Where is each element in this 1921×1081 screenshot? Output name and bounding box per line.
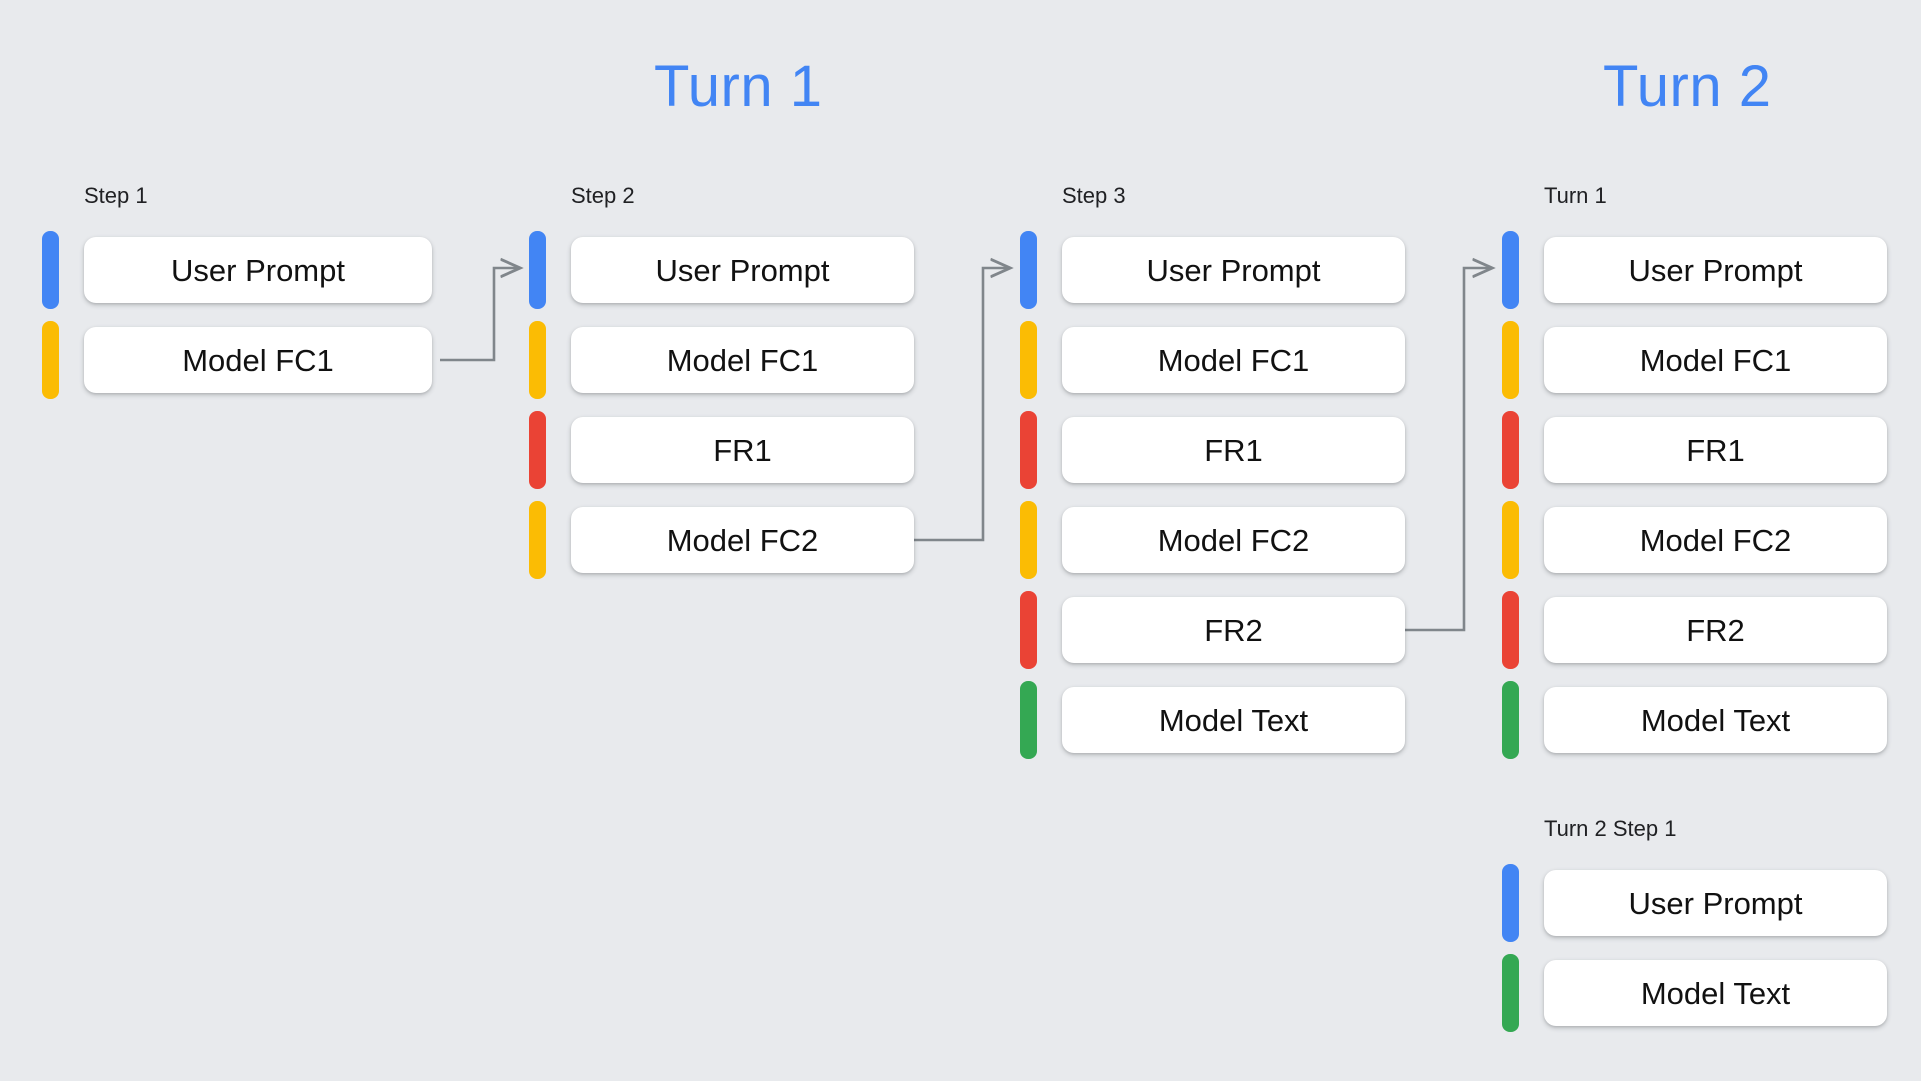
yellow-marker-bar-icon: [1020, 501, 1037, 579]
content-row: FR1: [529, 405, 914, 495]
content-row: User Prompt: [529, 225, 914, 315]
yellow-marker-bar-icon: [529, 501, 546, 579]
red-marker-bar-icon: [529, 411, 546, 489]
content-card-label: Model FC1: [182, 342, 334, 378]
content-card-label: User Prompt: [655, 252, 830, 288]
content-card[interactable]: User Prompt: [571, 237, 914, 303]
blue-marker-bar-icon: [1502, 231, 1519, 309]
content-card[interactable]: FR1: [1062, 417, 1405, 483]
content-row: Model Text: [1502, 948, 1887, 1038]
content-card[interactable]: Model FC1: [571, 327, 914, 393]
blue-marker-bar-icon: [1020, 231, 1037, 309]
group-step-1-label: Step 1: [84, 183, 148, 208]
content-card-label: FR1: [713, 432, 772, 468]
content-card[interactable]: Model Text: [1544, 960, 1887, 1026]
connector-step2-step3: [890, 268, 1010, 542]
content-card-label: User Prompt: [171, 252, 345, 288]
content-row: Model FC2: [1020, 495, 1405, 585]
content-card-label: User Prompt: [1628, 252, 1803, 288]
content-card-label: FR2: [1204, 612, 1263, 648]
blue-marker-bar-icon: [42, 231, 59, 309]
red-marker-bar-icon: [1502, 411, 1519, 489]
content-card[interactable]: Model FC2: [1062, 507, 1405, 573]
content-row: Model FC2: [529, 495, 914, 585]
content-card[interactable]: Model FC1: [1544, 327, 1887, 393]
content-row: Model Text: [1502, 675, 1887, 765]
content-row: FR1: [1502, 405, 1887, 495]
content-row: Model FC1: [42, 315, 432, 405]
turn-2-title: Turn 2: [1603, 54, 1772, 119]
red-marker-bar-icon: [1502, 591, 1519, 669]
content-card-label: Model Text: [1640, 702, 1791, 738]
group-turn2-step1-label: Turn 2 Step 1: [1544, 816, 1677, 841]
content-card[interactable]: User Prompt: [1544, 237, 1887, 303]
content-card-label: Model FC2: [1157, 522, 1310, 558]
yellow-marker-bar-icon: [42, 321, 59, 399]
content-card[interactable]: FR1: [1544, 417, 1887, 483]
turn-1-title: Turn 1: [654, 54, 823, 119]
content-card[interactable]: Model FC1: [84, 327, 432, 393]
content-card[interactable]: Model FC2: [571, 507, 914, 573]
content-row: FR1: [1020, 405, 1405, 495]
content-card[interactable]: FR2: [1062, 597, 1405, 663]
content-card-label: FR1: [1204, 432, 1263, 468]
content-card-label: User Prompt: [1146, 252, 1321, 288]
content-row: User Prompt: [1502, 225, 1887, 315]
content-card-label: Model FC1: [1157, 342, 1310, 378]
red-marker-bar-icon: [1020, 591, 1037, 669]
connector-step1-step2: [440, 268, 520, 362]
content-card-label: Model FC2: [1639, 522, 1792, 558]
content-card-label: User Prompt: [1628, 885, 1803, 921]
blue-marker-bar-icon: [529, 231, 546, 309]
yellow-marker-bar-icon: [529, 321, 546, 399]
content-card[interactable]: Model FC2: [1544, 507, 1887, 573]
content-row: User Prompt: [1020, 225, 1405, 315]
group-turn2-turn1-label: Turn 1: [1544, 183, 1607, 208]
yellow-marker-bar-icon: [1020, 321, 1037, 399]
content-card[interactable]: Model FC1: [1062, 327, 1405, 393]
group-step-3-label: Step 3: [1062, 183, 1126, 208]
content-row: FR2: [1502, 585, 1887, 675]
blue-marker-bar-icon: [1502, 864, 1519, 942]
content-card[interactable]: FR2: [1544, 597, 1887, 663]
content-row: Model FC2: [1502, 495, 1887, 585]
content-card-label: Model Text: [1640, 975, 1791, 1011]
green-marker-bar-icon: [1502, 954, 1519, 1032]
content-card[interactable]: Model Text: [1062, 687, 1405, 753]
green-marker-bar-icon: [1020, 681, 1037, 759]
green-marker-bar-icon: [1502, 681, 1519, 759]
content-row: Model FC1: [1502, 315, 1887, 405]
content-card[interactable]: User Prompt: [1544, 870, 1887, 936]
content-row: Model FC1: [1020, 315, 1405, 405]
content-card[interactable]: FR1: [571, 417, 914, 483]
content-card[interactable]: User Prompt: [1062, 237, 1405, 303]
content-card-label: Model FC1: [666, 342, 819, 378]
content-row: Model Text: [1020, 675, 1405, 765]
content-row: User Prompt: [1502, 858, 1887, 948]
content-card-label: FR1: [1686, 432, 1745, 468]
content-card-label: FR2: [1686, 612, 1745, 648]
red-marker-bar-icon: [1020, 411, 1037, 489]
yellow-marker-bar-icon: [1502, 501, 1519, 579]
content-row: FR2: [1020, 585, 1405, 675]
content-card[interactable]: User Prompt: [84, 237, 432, 303]
yellow-marker-bar-icon: [1502, 321, 1519, 399]
content-card[interactable]: Model Text: [1544, 687, 1887, 753]
content-card-label: Model FC2: [666, 522, 819, 558]
content-row: User Prompt: [42, 225, 432, 315]
content-row: Model FC1: [529, 315, 914, 405]
content-card-label: Model Text: [1158, 702, 1309, 738]
content-card-label: Model FC1: [1639, 342, 1792, 378]
group-step-2-label: Step 2: [571, 183, 635, 208]
